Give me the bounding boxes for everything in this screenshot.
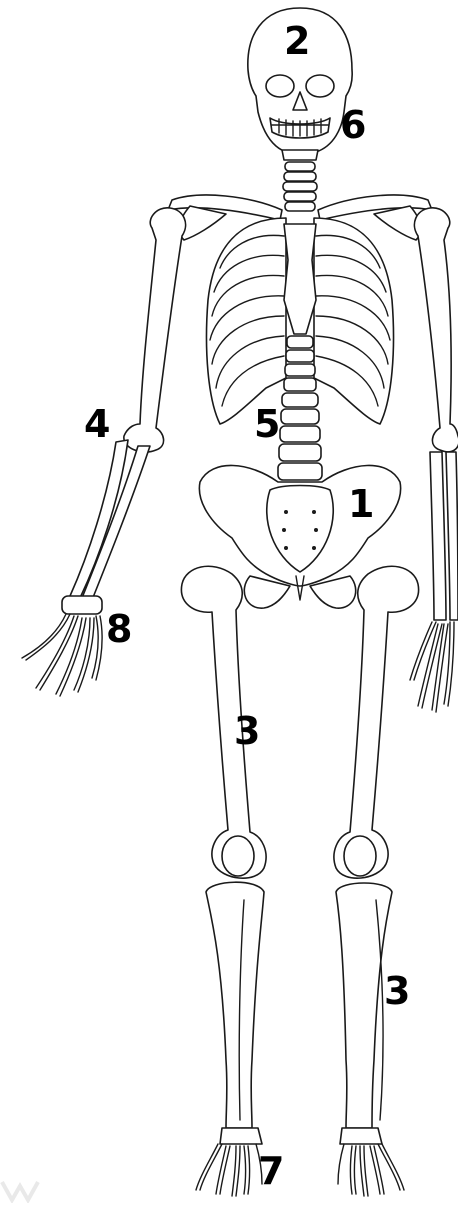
- label-foot: 7: [258, 1152, 284, 1190]
- label-spine: 5: [254, 405, 280, 443]
- watermark-mark: [0, 1178, 40, 1203]
- left-arm: [22, 208, 186, 696]
- right-leg: [334, 566, 419, 1196]
- label-pelvis: 1: [348, 485, 374, 523]
- right-arm: [410, 208, 458, 712]
- label-humerus: 4: [84, 405, 110, 443]
- label-tibia: 3: [384, 972, 410, 1010]
- label-femur: 3: [234, 712, 260, 750]
- label-skull: 2: [284, 22, 310, 60]
- label-hand: 8: [106, 610, 132, 648]
- left-leg: [181, 566, 266, 1196]
- label-jaw: 6: [340, 106, 366, 144]
- cervical-spine: [283, 162, 317, 211]
